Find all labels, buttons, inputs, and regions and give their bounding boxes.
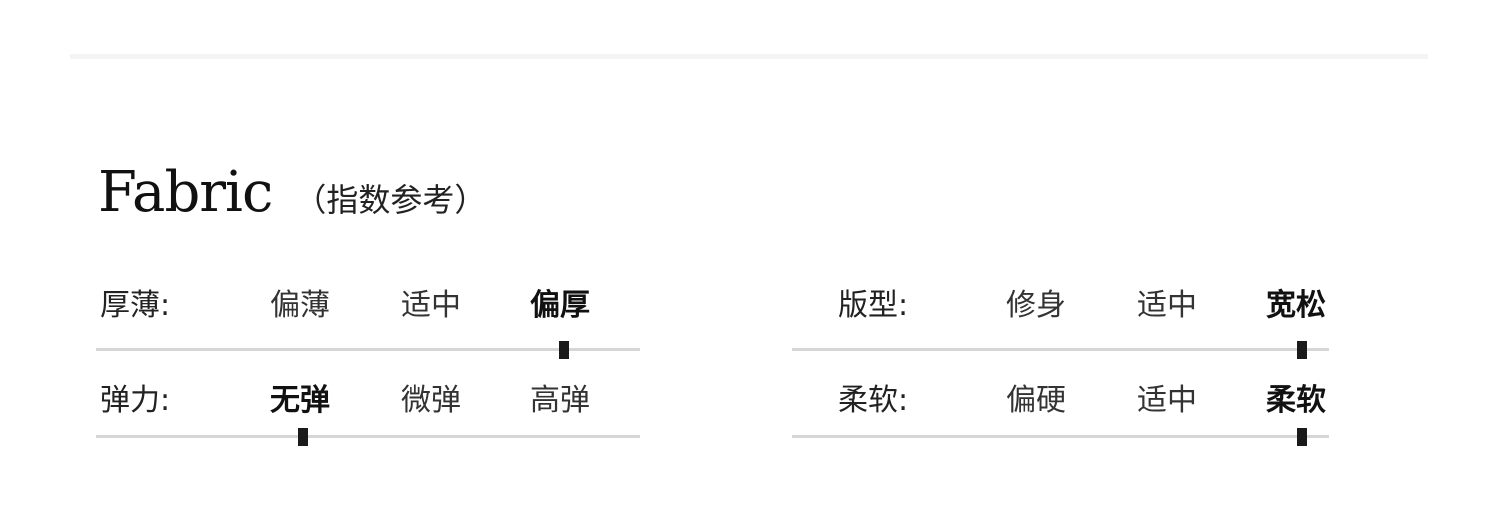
elasticity-track — [96, 435, 640, 438]
thickness-option-thick: 偏厚 — [530, 288, 590, 323]
fit-track — [792, 348, 1329, 351]
thickness-label: 厚薄: — [100, 288, 171, 323]
fit-option-slim: 修身 — [1006, 288, 1066, 323]
softness-option-medium: 适中 — [1137, 383, 1197, 418]
softness-option-hard: 偏硬 — [1006, 383, 1066, 418]
fit-option-regular: 适中 — [1137, 288, 1197, 323]
softness-indicator — [1297, 428, 1307, 446]
fit-indicator — [1297, 341, 1307, 359]
elasticity-option-high: 高弹 — [530, 383, 590, 418]
softness-option-soft: 柔软 — [1266, 383, 1326, 418]
thickness-option-thin: 偏薄 — [270, 288, 330, 323]
elasticity-indicator — [298, 428, 308, 446]
elasticity-label: 弹力: — [100, 383, 171, 418]
top-divider — [70, 54, 1428, 59]
elasticity-option-slight: 微弹 — [401, 383, 461, 418]
thickness-track — [96, 348, 640, 351]
fit-option-loose: 宽松 — [1266, 288, 1326, 323]
elasticity-option-none: 无弹 — [270, 383, 330, 418]
title-subtitle: （指数参考） — [294, 181, 487, 219]
section-title: Fabric （指数参考） — [98, 160, 486, 230]
thickness-indicator — [559, 341, 569, 359]
softness-label: 柔软: — [838, 383, 909, 418]
thickness-option-medium: 适中 — [401, 288, 461, 323]
fit-label: 版型: — [838, 288, 909, 323]
title-main: Fabric — [98, 160, 273, 225]
softness-track — [792, 435, 1329, 438]
